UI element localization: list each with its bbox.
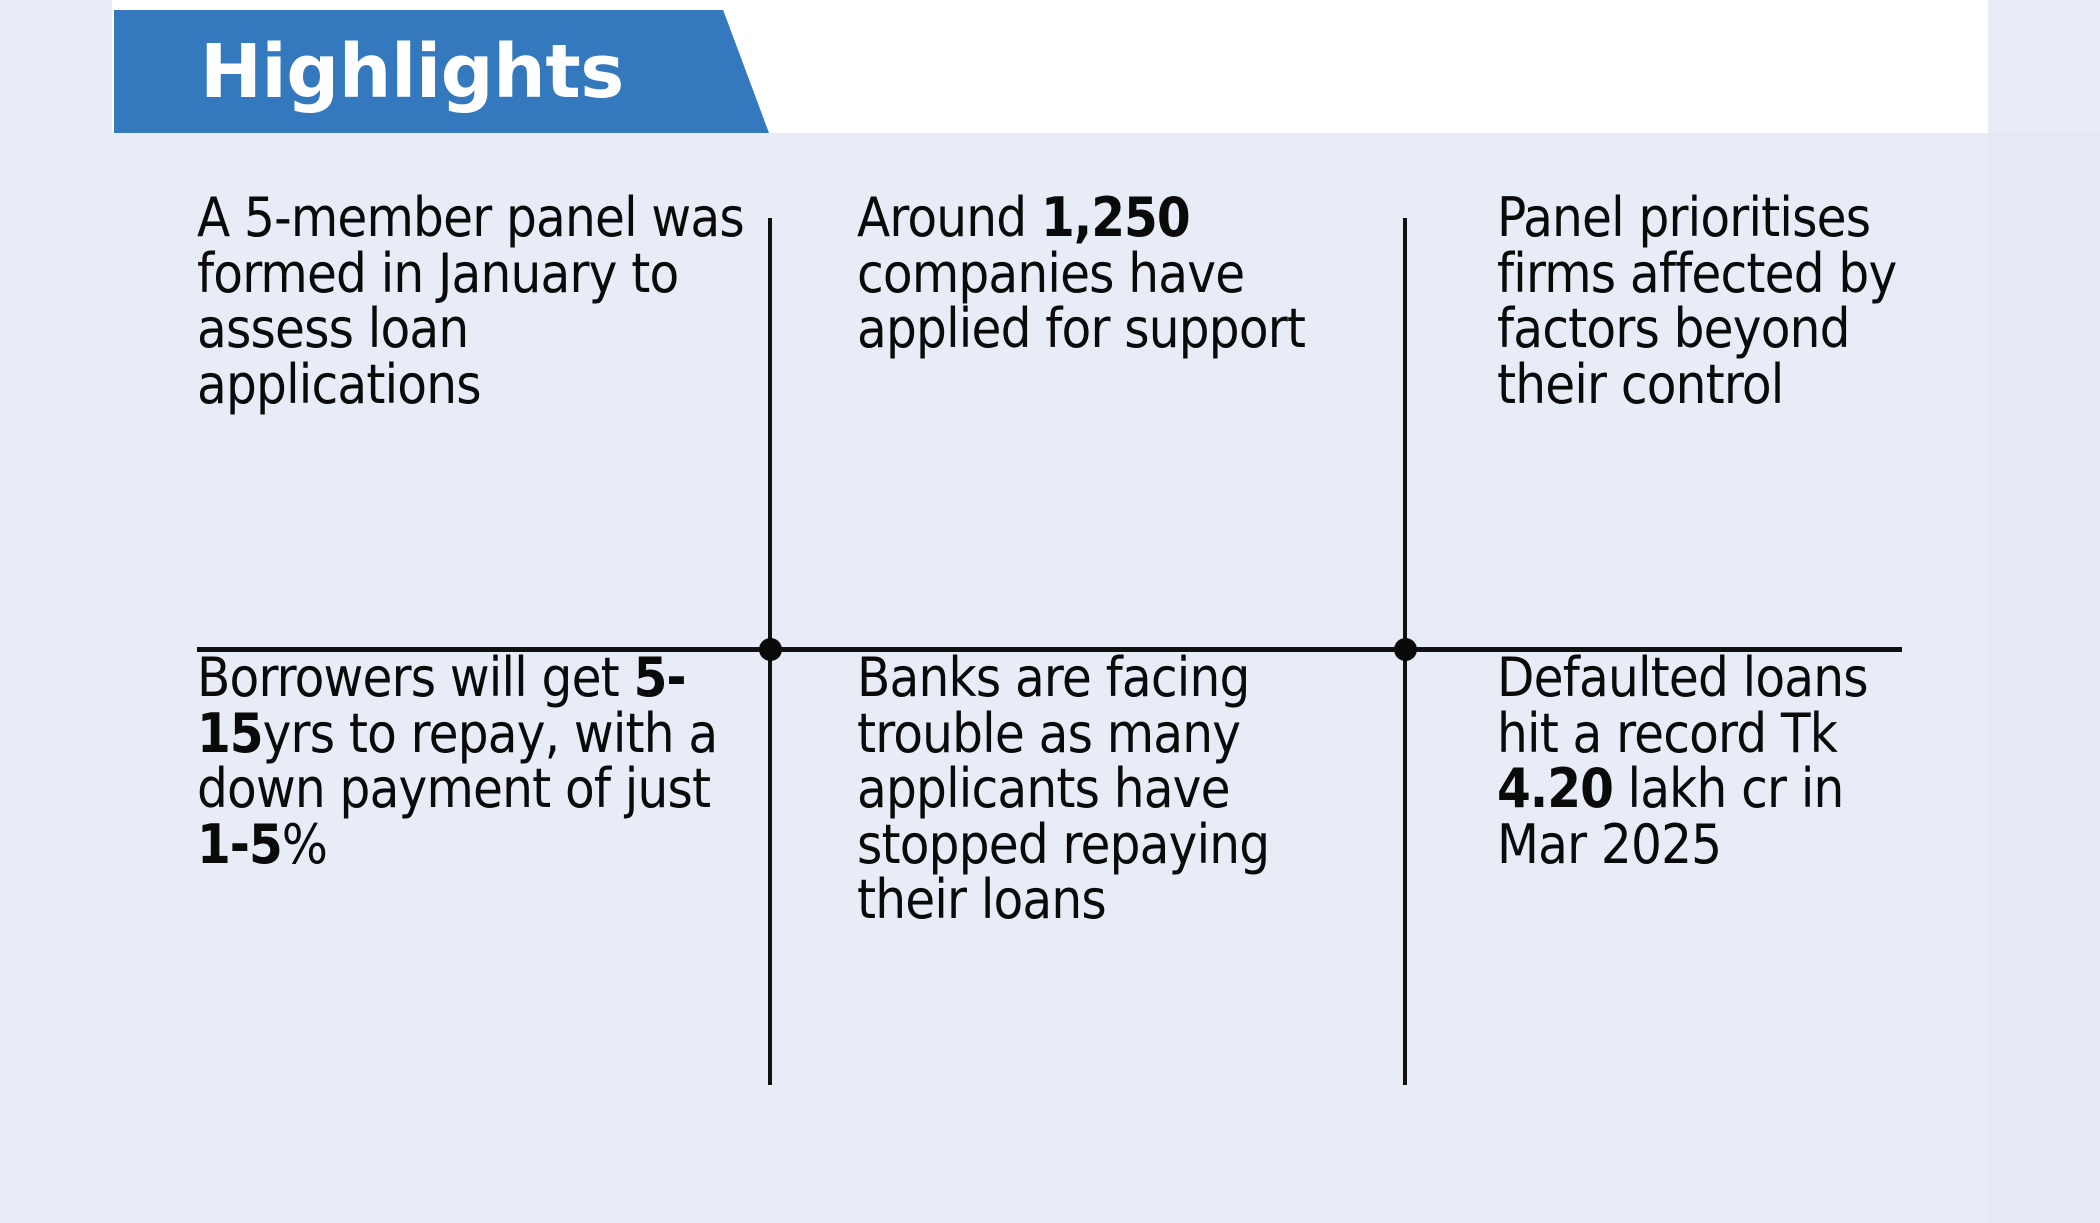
highlights-row-top: A 5-member panel was formed in January t…: [197, 190, 1902, 412]
junction-dot-1: [759, 638, 782, 661]
highlight-cell-defaulted-loans: Defaulted loans hit a record Tk 4.20 lak…: [1432, 650, 1902, 928]
highlight-text: A 5-member panel was formed in January t…: [197, 186, 745, 416]
highlight-text: Panel prioritises firms affected by fact…: [1497, 186, 1897, 416]
junction-dot-2: [1394, 638, 1417, 661]
highlight-cell-companies-applied: Around 1,250 companies have applied for …: [797, 190, 1432, 412]
highlights-banner: Highlights: [114, 10, 769, 133]
background-seam: [1988, 133, 2100, 1223]
highlight-cell-panel-formed: A 5-member panel was formed in January t…: [197, 190, 797, 412]
horizontal-divider: [197, 647, 1902, 652]
highlights-grid: A 5-member panel was formed in January t…: [197, 190, 1902, 1090]
highlight-cell-banks-trouble: Banks are facing trouble as many applica…: [797, 650, 1432, 928]
highlight-cell-repayment-terms: Borrowers will get 5-15yrs to repay, wit…: [197, 650, 797, 928]
highlight-text: Defaulted loans hit a record Tk 4.20 lak…: [1497, 646, 1869, 876]
highlight-text: Around 1,250 companies have applied for …: [857, 186, 1306, 361]
highlight-text: Borrowers will get 5-15yrs to repay, wit…: [197, 646, 718, 876]
highlight-text: Banks are facing trouble as many applica…: [857, 646, 1270, 932]
highlight-cell-panel-priorities: Panel prioritises firms affected by fact…: [1432, 190, 1902, 412]
highlights-row-bottom: Borrowers will get 5-15yrs to repay, wit…: [197, 650, 1902, 928]
page-title: Highlights: [200, 28, 624, 115]
